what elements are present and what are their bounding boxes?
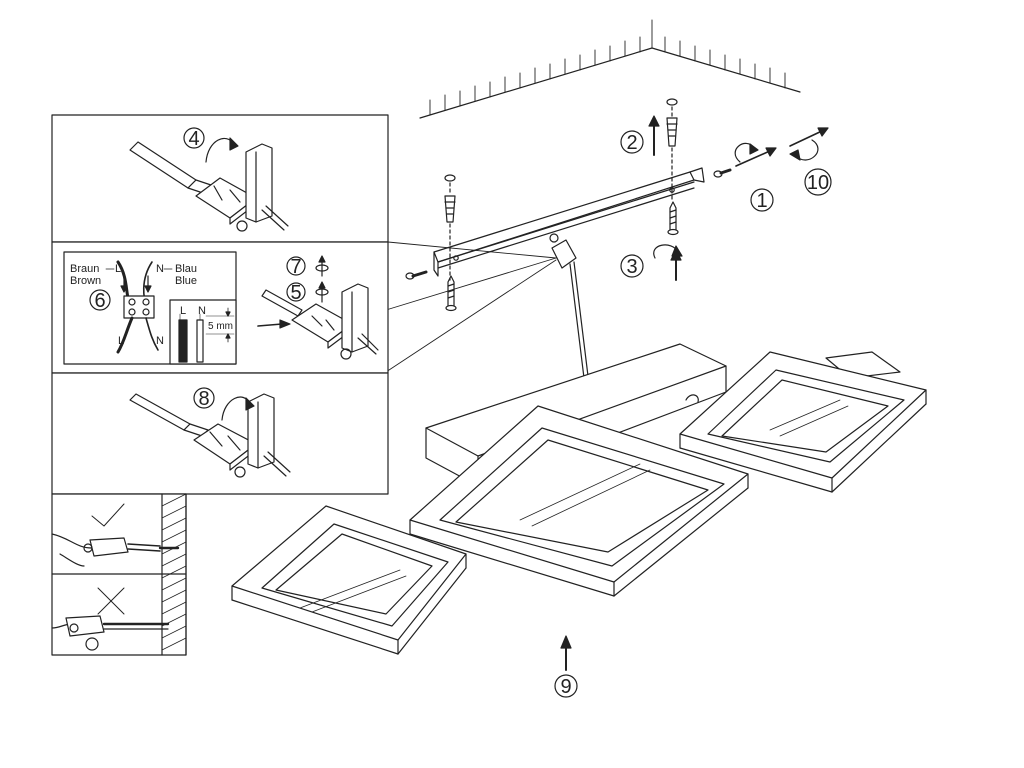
step-3-label: 3 <box>626 256 637 278</box>
rotate-arrow-icon <box>205 137 239 163</box>
l-bottom-label: L <box>118 335 124 347</box>
ceiling-fixings <box>405 98 732 312</box>
lamp-frames <box>231 351 927 655</box>
step-5-label: 5 <box>290 282 301 304</box>
small-screw-left <box>405 270 428 280</box>
connector-closed-illustration-2 <box>129 393 291 478</box>
bracket-terminal <box>549 233 589 379</box>
screw-left <box>445 275 457 312</box>
step-1-label: 1 <box>756 190 767 212</box>
step-6-label: 6 <box>94 290 105 312</box>
screw-loosen-icon <box>315 281 329 303</box>
braun-label: Braun <box>70 263 99 275</box>
correct-connection <box>51 533 180 567</box>
detail-panel-steps-5-7: Braun Brown Blau Blue L N L N 6 <box>51 241 389 374</box>
step-10-label: 10 <box>807 172 829 194</box>
strip-length-box: L N 5 mm <box>169 299 237 365</box>
step-labels-main: 2 3 1 10 9 <box>554 130 832 698</box>
brown-label: Brown <box>70 275 101 287</box>
l-box-label: L <box>180 305 186 317</box>
n-bottom-label: N <box>156 335 164 347</box>
strip-length-label: 5 mm <box>208 321 233 332</box>
arrow-up-9-icon <box>560 635 572 671</box>
screw-right <box>667 201 679 236</box>
rotate-arrow-icon-2 <box>221 396 255 421</box>
wall-hatching <box>161 493 187 656</box>
rotate-ccw-icon <box>789 127 829 161</box>
rotate-screw-icon <box>653 244 683 281</box>
step-4-label: 4 <box>188 128 199 150</box>
frame-middle <box>409 405 749 597</box>
screw-tighten-icon <box>315 255 329 277</box>
checkmark-icon <box>91 503 125 527</box>
incorrect-connection <box>51 615 170 651</box>
step-2-label: 2 <box>626 132 637 154</box>
rotate-cw-icon <box>734 142 777 167</box>
step-7-label: 7 <box>290 256 301 278</box>
n-top-label: N <box>156 263 164 275</box>
frame-left <box>231 505 467 655</box>
ceiling <box>419 19 801 119</box>
n-box-label: N <box>198 305 206 317</box>
connector-open-illustration <box>257 283 379 360</box>
cross-icon <box>97 587 125 615</box>
step-arrows <box>560 115 829 671</box>
detail-panel-step-8: 8 <box>51 372 389 495</box>
detail-panel-step-4: 4 <box>51 114 389 243</box>
arrow-up-icon <box>648 115 660 156</box>
step-9-label: 9 <box>560 676 571 698</box>
mounting-bracket <box>433 167 705 277</box>
blau-label: Blau <box>175 263 197 275</box>
step-8-label: 8 <box>198 388 209 410</box>
connector-closed-illustration <box>129 141 289 232</box>
wiring-diagram: Braun Brown Blau Blue L N L N 6 <box>63 251 237 365</box>
l-top-label: L <box>115 263 121 275</box>
callout-lines <box>385 241 557 373</box>
frame-right <box>679 351 927 493</box>
small-screw-right <box>713 168 732 178</box>
blue-label: Blue <box>175 275 197 287</box>
correct-incorrect-panels <box>51 493 187 656</box>
